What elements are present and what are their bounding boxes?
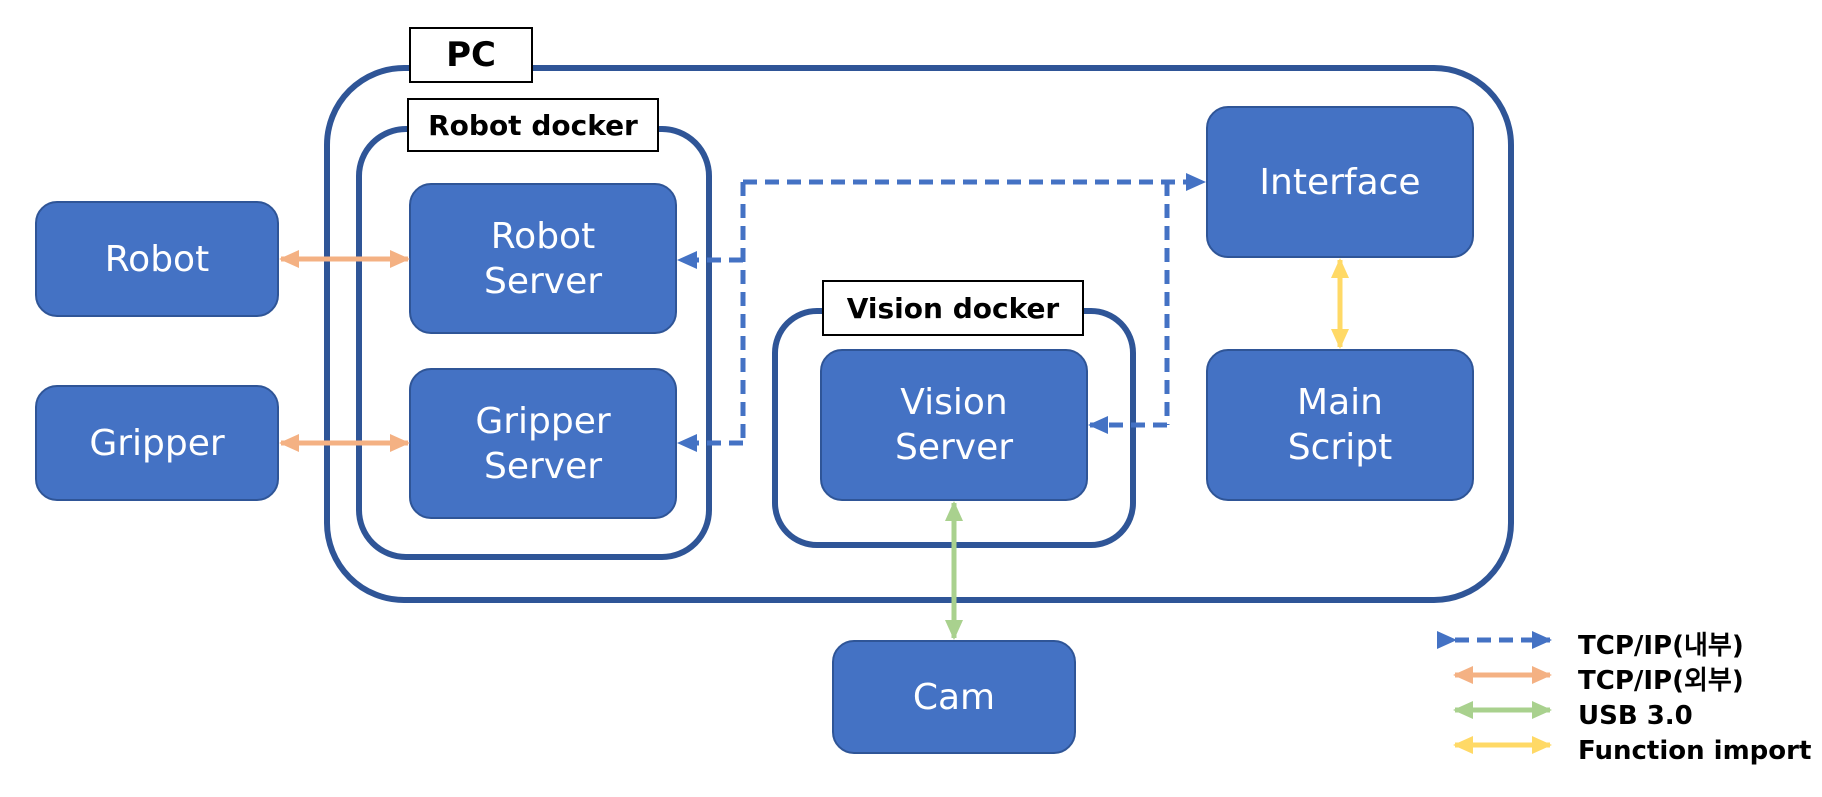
robot-node: Robot <box>35 201 279 317</box>
robot-server-label-line2: Server <box>483 260 603 302</box>
pc-frame <box>324 65 1514 603</box>
robot-server-node: Robot Server <box>409 183 677 334</box>
cam-node-label: Cam <box>912 676 996 718</box>
legend-label-tcp-internal: TCP/IP(내부) <box>1578 631 1744 661</box>
gripper-node-label: Gripper <box>89 422 225 464</box>
gripper-server-label-line1: Gripper <box>475 400 611 442</box>
robot-node-label: Robot <box>104 238 210 280</box>
vision-server-node: Vision Server <box>820 349 1088 501</box>
legend-label-usb: USB 3.0 <box>1578 701 1693 731</box>
gripper-node: Gripper <box>35 385 279 501</box>
interface-node: Interface <box>1206 106 1474 258</box>
robot-docker-label: Robot docker <box>407 98 659 152</box>
vision-docker-label: Vision docker <box>822 280 1084 336</box>
gripper-server-node: Gripper Server <box>409 368 677 519</box>
main-script-label-line2: Script <box>1287 427 1393 468</box>
vision-server-label-line2: Server <box>894 427 1014 468</box>
legend-label-function-import: Function import <box>1578 736 1812 766</box>
vision-server-label-line1: Vision <box>900 382 1008 423</box>
main-script-label-line1: Main <box>1297 382 1383 423</box>
pc-label: PC <box>409 27 533 83</box>
robot-server-label-line1: Robot <box>490 215 596 257</box>
main-script-node: Main Script <box>1206 349 1474 501</box>
legend-label-tcp-external: TCP/IP(외부) <box>1578 666 1744 696</box>
gripper-server-label-line2: Server <box>483 445 603 487</box>
cam-node: Cam <box>832 640 1076 754</box>
interface-node-label: Interface <box>1259 161 1421 203</box>
